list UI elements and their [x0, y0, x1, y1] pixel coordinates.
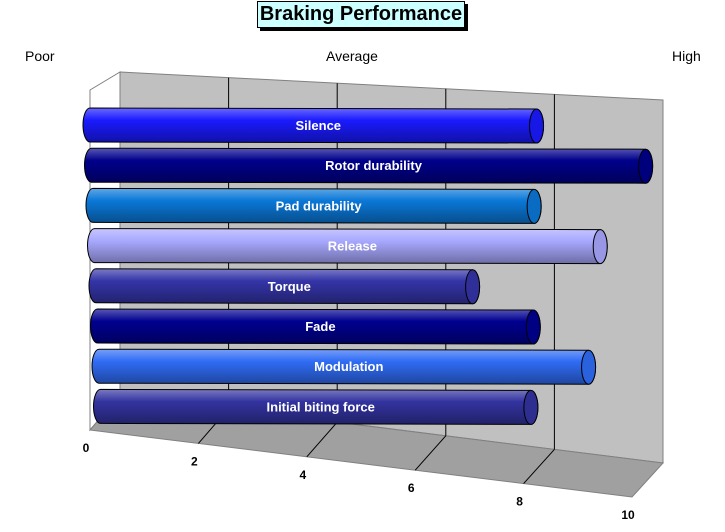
x-tick-label: 0	[83, 441, 90, 455]
bar-end-cap	[638, 148, 654, 184]
bar-pad-durability: Pad durability	[85, 187, 542, 224]
bar-label: Modulation	[314, 359, 383, 374]
x-tick-label: 8	[516, 495, 523, 509]
bar-rotor-durability: Rotor durability	[84, 147, 654, 184]
bar-silence: Silence	[82, 107, 545, 144]
bar-label: Release	[328, 239, 377, 254]
scale-label-average: Average	[326, 48, 378, 64]
bar-end-cap	[581, 349, 597, 385]
bar-label: Silence	[296, 118, 342, 133]
bar-end-cap	[465, 269, 481, 305]
bar-label: Initial biting force	[267, 399, 375, 414]
bar-end-cap	[525, 309, 541, 345]
bar-torque: Torque	[88, 268, 481, 305]
bar-end-cap	[523, 389, 539, 425]
bar-label: Torque	[268, 279, 311, 294]
x-tick-label: 2	[191, 454, 198, 468]
x-tick-label: 6	[408, 481, 415, 495]
bar-end-cap	[592, 229, 608, 265]
scale-label-poor: Poor	[25, 48, 55, 64]
scale-label-high: High	[672, 48, 701, 64]
x-tick-label: 10	[621, 508, 635, 522]
floor-gridline	[306, 421, 338, 458]
floor-gridline	[414, 435, 447, 471]
bar-modulation: Modulation	[91, 348, 597, 385]
x-tick-label: 4	[299, 468, 306, 482]
bar-initial-biting-force: Initial biting force	[93, 388, 539, 425]
chart-title: Braking Performance	[257, 1, 465, 28]
bar-label: Pad durability	[276, 198, 363, 213]
bar-fade: Fade	[90, 308, 541, 345]
chart-tick-labels: 0 2 4 6 8 10	[83, 441, 635, 522]
bar-end-cap	[526, 188, 542, 224]
floor-gridline	[523, 449, 555, 484]
bar-label: Rotor durability	[325, 158, 423, 173]
bar-end-cap	[529, 108, 545, 144]
bar-label: Fade	[305, 319, 335, 334]
bar-release: Release	[87, 228, 608, 265]
